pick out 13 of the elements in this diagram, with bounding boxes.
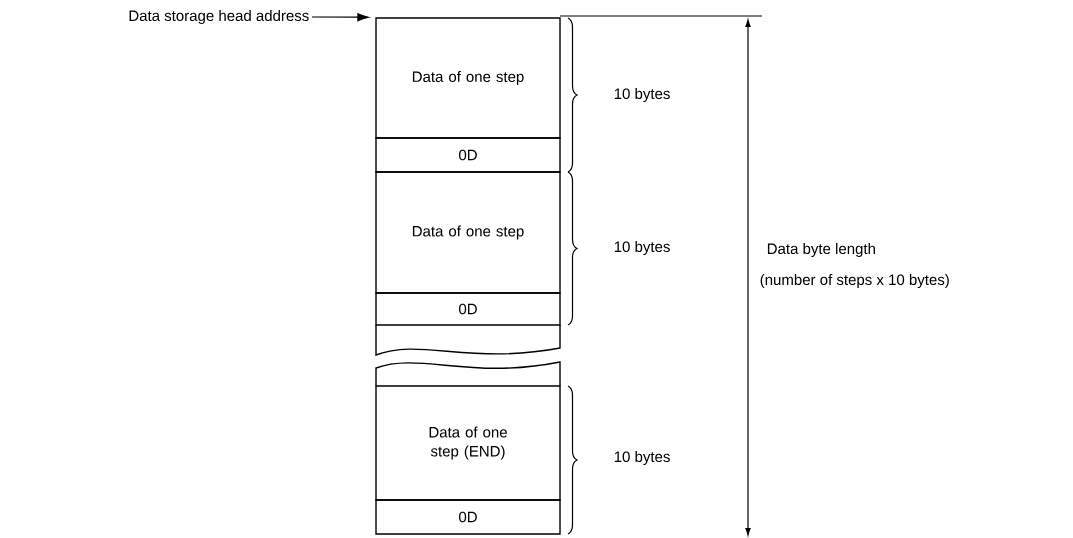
memory-box: 0D [375, 137, 561, 173]
address-label: Data storage head address [129, 10, 309, 24]
brace-label: 10 bytes [614, 241, 670, 255]
dimension-label: (number of steps x 10 bytes) [760, 274, 949, 288]
memory-box: 0D [375, 499, 561, 535]
memory-box: 0D [375, 292, 561, 326]
dimension-label: Data byte length [767, 243, 875, 257]
brace-label: 10 bytes [614, 88, 670, 102]
arrow [311, 13, 370, 22]
brace-label: 10 bytes [614, 451, 670, 465]
memory-box: Data of one step [375, 171, 561, 294]
memory-box: Data of one step (END) [375, 385, 561, 501]
memory-box: Data of one step [375, 17, 561, 139]
